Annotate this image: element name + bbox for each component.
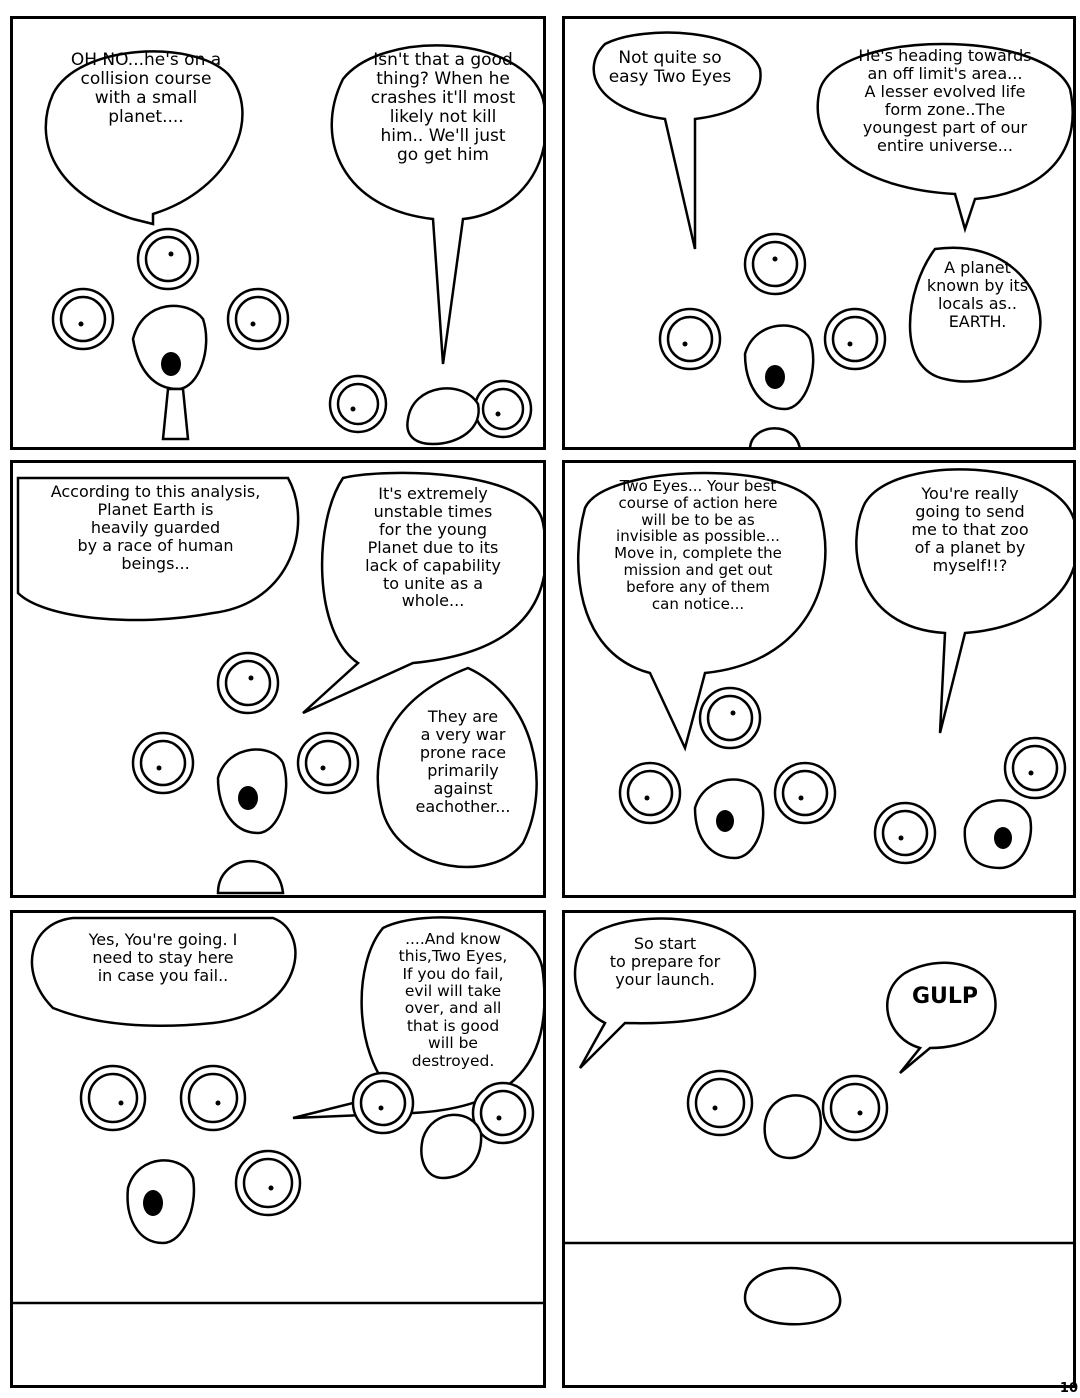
panel-2-art (592, 31, 1073, 447)
comic-panel-2: Not quite so easy Two Eyes He's heading … (562, 16, 1076, 450)
comic-panel-4: Two Eyes... Your best course of action h… (562, 460, 1076, 898)
comic-panel-3: According to this analysis, Planet Earth… (10, 460, 546, 898)
speech-text: According to this analysis, Planet Earth… (50, 482, 261, 573)
speech-text: You're really going to send me to that z… (911, 484, 1029, 575)
panel-4-art (576, 468, 1073, 870)
speech-text: Yes, You're going. I need to stay here i… (88, 930, 238, 985)
speech-text: He's heading towards an off limit's area… (858, 46, 1032, 155)
speech-bubble (573, 917, 757, 1069)
panel-1-art (44, 44, 543, 446)
speech-bubble (16, 476, 300, 622)
speech-text: Two Eyes... Your best course of action h… (614, 477, 782, 613)
speech-bubble (44, 50, 244, 226)
panel-3-art (16, 471, 543, 895)
speech-bubble (576, 471, 827, 752)
panel-5-art (13, 916, 543, 1305)
speech-bubble (816, 42, 1073, 234)
speech-text: It's extremely unstable times for the yo… (365, 484, 501, 611)
speech-text: ....And know this,Two Eyes, If you do fa… (398, 930, 508, 1070)
speech-bubble (30, 916, 297, 1028)
speech-bubble (330, 44, 543, 365)
page-number: 10 (1059, 1381, 1078, 1396)
speech-text: Not quite so easy Two Eyes (608, 48, 732, 88)
comic-panel-6: So start to prepare for your launch. GUL… (562, 910, 1076, 1388)
comic-panel-5: Yes, You're going. I need to stay here i… (10, 910, 546, 1388)
comic-panel-1: OH NO...he's on a collision course with … (10, 16, 546, 450)
sound-effect-text: GULP (911, 984, 979, 1009)
speech-text: They are a very war prone race primarily… (415, 707, 511, 816)
speech-text: Isn't that a good thing? When he crashes… (370, 50, 516, 166)
speech-bubble (855, 468, 1073, 734)
speech-text: A planet known by its locals as.. EARTH. (926, 258, 1029, 331)
speech-text: OH NO...he's on a collision course with … (70, 50, 222, 128)
speech-bubble (376, 666, 538, 869)
speech-bubble (302, 471, 543, 715)
speech-bubble (908, 246, 1042, 383)
speech-bubble (886, 961, 997, 1074)
panel-6-art (565, 917, 1073, 1326)
speech-text: So start to prepare for your launch. (609, 934, 721, 989)
speech-bubble (592, 31, 762, 250)
